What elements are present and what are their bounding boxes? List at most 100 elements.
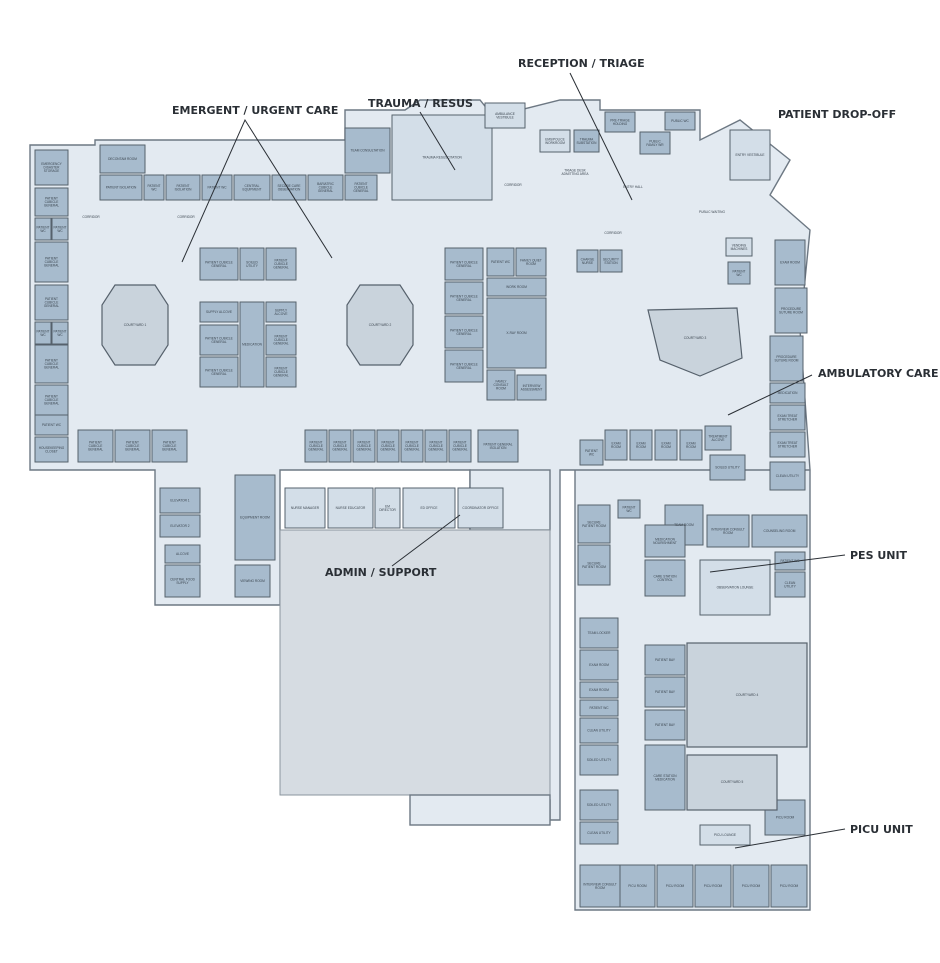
room-picu-room (656, 864, 694, 908)
room-ed-director (374, 487, 401, 529)
room-cubicle (376, 429, 400, 463)
room-label: PICU ROOM (666, 884, 685, 888)
room-label: CORRIDOR (82, 215, 100, 219)
room-coord (457, 487, 504, 529)
room-wc (727, 261, 751, 285)
room-label: X-RAY ROOM (506, 331, 527, 335)
room-label: TRAUMA RESUSCITATION (422, 156, 462, 160)
room-label: PATIENT BAY (655, 723, 676, 727)
room-label: EXAM ROOM (780, 261, 800, 265)
room-label: MEDICATION (242, 343, 262, 347)
room-viewing (234, 564, 271, 598)
leader-line (181, 118, 333, 263)
room-label: COURTYARD 1 (124, 323, 147, 327)
room-label: PICU ROOM (742, 884, 761, 888)
room-label: PATIENT BAY (655, 690, 676, 694)
room-exam (579, 649, 619, 681)
room-cubicle (34, 284, 69, 321)
room-label: CLEAN UTILITY (587, 729, 611, 733)
room-label: TEAM ROOM (674, 523, 694, 527)
room-cubicle (444, 247, 484, 281)
room-isolation (165, 174, 201, 201)
room-entry-vest (729, 129, 771, 181)
room-equipment (234, 474, 276, 561)
room-label: TEAM CONSULTATION (351, 149, 386, 153)
room-xray (486, 297, 547, 369)
room-cubicle (151, 429, 188, 463)
room-procedure (774, 287, 808, 334)
room-interview-consult (706, 514, 750, 548)
room-label: COURTYARD 3 (684, 336, 707, 340)
room-label: PUBLIC WAITING (699, 210, 725, 214)
room-food (164, 564, 201, 598)
courtyard-5 (686, 754, 778, 811)
room-label: ELEVATOR 2 (170, 524, 189, 528)
room-label: COURTYARD 5 (721, 780, 744, 784)
room-trauma-resus (391, 114, 493, 201)
room-elevator2 (159, 514, 201, 538)
room-wc (143, 174, 165, 201)
room-med-nourish (644, 524, 686, 558)
room-cubicle (400, 429, 424, 463)
room-label: VIEWING ROOM (240, 579, 265, 583)
room-ed-office (402, 487, 456, 529)
room-wc (34, 217, 52, 241)
label-trauma-resus: TRAUMA / RESUS (368, 97, 473, 110)
room-interview-consult (579, 864, 621, 908)
room-disaster (34, 149, 69, 186)
room-procedure (769, 335, 804, 382)
room-label: ALCOVE (176, 552, 189, 556)
room-label: SUPPLY ALCOVE (206, 310, 232, 314)
room-exam (604, 429, 628, 461)
room-soiled (709, 454, 746, 481)
room-charge (576, 249, 599, 273)
room-pretriage (604, 111, 636, 133)
room-label: CORRIDOR (177, 215, 195, 219)
room-label: COURTYARD 2 (369, 323, 392, 327)
room-label: COURTYARD 4 (736, 693, 759, 697)
room-label: PATIENT WC (589, 706, 609, 710)
room-exam (774, 239, 806, 286)
room-cubicle (114, 429, 151, 463)
room-label: PATIENT WC (207, 186, 227, 190)
room-label: ELEVATOR 1 (170, 499, 189, 503)
room-wc (579, 699, 619, 717)
leader-line (569, 72, 633, 201)
room-ems (539, 129, 571, 153)
room-wc (34, 414, 69, 436)
room-wc (579, 439, 604, 466)
room-team-consult (344, 127, 391, 174)
room-vending (725, 237, 753, 257)
room-label: PICU ROOM (628, 884, 647, 888)
room-label: PATIENT ISOLATION (106, 186, 137, 190)
room-label: WORK ROOM (506, 285, 527, 289)
room-supply (265, 301, 297, 323)
